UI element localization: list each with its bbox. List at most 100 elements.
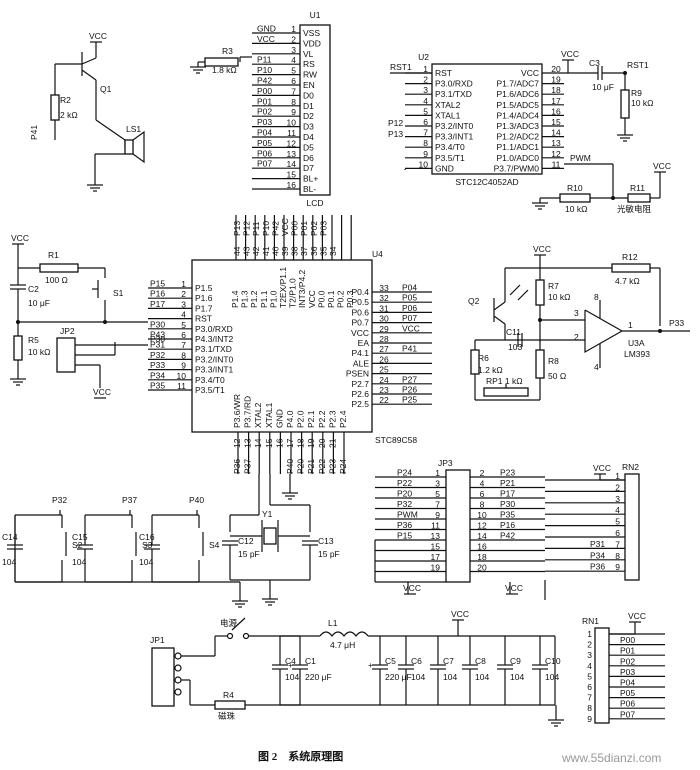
u4-pin-num: 44 [232, 246, 242, 256]
u1-pin-num: 7 [291, 86, 296, 96]
u2-pin-name: P1.7/ADC7 [496, 79, 539, 89]
u1-net-label: P05 [257, 138, 272, 148]
r9-value: 10 kΩ [631, 98, 653, 108]
u4-pin-num: 36 [309, 246, 319, 256]
u1-lcd-body [299, 24, 331, 196]
power-switch [231, 617, 246, 631]
u4-top-net: P02 [309, 221, 319, 236]
u4-pin-num: 30 [379, 314, 389, 324]
switch-ref: S2 [72, 540, 83, 550]
u2-rst-net: RST1 [390, 62, 412, 72]
u4-pin-name: T2/P1.0 [288, 278, 298, 308]
l1-ref: L1 [328, 618, 338, 628]
u4-pin-num: 38 [290, 246, 300, 256]
u4-pin-num: 29 [379, 324, 389, 334]
jp1-pin [174, 664, 182, 672]
jp3-pin-num: 2 [480, 468, 485, 478]
u4-pin-num: 2 [181, 289, 186, 299]
u4-pin-num: 41 [261, 246, 271, 256]
filter-cap-value: 104 [411, 672, 425, 682]
l1-value: 4.7 μH [330, 640, 355, 650]
rn1-resistor-network [594, 627, 610, 724]
u4-pin-num: 37 [299, 246, 309, 256]
rn2-pin-num: 9 [615, 562, 620, 572]
jp1-connector [151, 647, 175, 707]
u1-pin-name: D6 [303, 153, 314, 163]
c11-value: 103 [508, 342, 522, 352]
p41-net: P41 [29, 125, 39, 140]
rp1-ref: RP1 1 kΩ [486, 376, 523, 386]
jp3-pin-num: 5 [435, 489, 440, 499]
filter-cap-ref: C8 [475, 656, 486, 666]
s1-ref: S1 [113, 288, 124, 298]
jp3-left-net: PWM [397, 510, 418, 520]
switch-ref: S3 [142, 540, 153, 550]
u4-pin-name: P1.3 [240, 290, 250, 308]
u4-pin-name: P0.6 [352, 307, 370, 317]
u4-top-net: P00 [290, 221, 300, 236]
jp3-right-net: P16 [500, 520, 515, 530]
rn1-pin-num: 8 [587, 703, 592, 713]
u4-pin-name: P1.4 [230, 290, 240, 308]
u4-pin-num: 9 [181, 361, 186, 371]
jp3-right-net: P23 [500, 468, 515, 478]
u1-pin-name: RS [303, 59, 315, 69]
u4-pin-num: 23 [379, 385, 389, 395]
r5-ref: R5 [28, 335, 39, 345]
u4-pin-name: P2.7 [352, 379, 370, 389]
jp3-left-net: P20 [397, 489, 412, 499]
light-arrow [517, 289, 529, 301]
r8-ref: R8 [548, 356, 559, 366]
u4-pin-num: 26 [379, 354, 389, 364]
u4-pin-name: P0.7 [352, 318, 370, 328]
r6-value: 1.2 kΩ [478, 365, 503, 375]
jp3-left-net: P36 [397, 520, 412, 530]
r4-ref: R4 [223, 690, 234, 700]
u2-pin-num: 9 [423, 149, 428, 159]
rn1-pin-num: 9 [587, 714, 592, 724]
u4-pin-name: P2.0 [296, 410, 306, 428]
rn1-vcc: VCC [628, 611, 646, 621]
u4-pin-name: P1.6 [195, 293, 213, 303]
u2-pin-name: RST [435, 68, 452, 78]
u4-top-net: VCC [280, 218, 290, 236]
switch-cap-ref: C15 [72, 532, 88, 542]
u1-pin-name: VSS [303, 28, 320, 38]
u2-pin-num: 18 [551, 85, 561, 95]
u2-pin-name: P1.2/ADC2 [496, 132, 539, 142]
u1-net-label: GND [257, 24, 276, 34]
u1-pin-name: D1 [303, 101, 314, 111]
rn2-ref: RN2 [622, 462, 639, 472]
u2-pin-name: P3.5/T1 [435, 153, 465, 163]
u1-pin-num: 15 [287, 170, 297, 180]
wire [493, 301, 506, 311]
filter-cap-value: 104 [545, 672, 559, 682]
u4-pin-name: INT3/P4.2 [297, 269, 307, 308]
u4-pin-num: 12 [232, 438, 242, 448]
jp3-vcc-bottom: VCC [403, 583, 421, 593]
u4-body [191, 259, 373, 433]
u4-pin-num: 16 [274, 438, 284, 448]
u4-pin-num: 17 [285, 438, 295, 448]
u4-pin-name: P1.7 [195, 303, 213, 313]
u2-pin-num: 10 [419, 159, 429, 169]
rn1-net: P00 [620, 635, 635, 645]
u1-net-label: P42 [257, 76, 272, 86]
u4-right-net: P05 [402, 293, 417, 303]
switch-contact [242, 632, 250, 640]
u4-pin-name: VCC [351, 328, 369, 338]
u1-net-label: P04 [257, 128, 272, 138]
rn2-net: P31 [590, 539, 605, 549]
u2-pin-num: 3 [423, 85, 428, 95]
u4-pin-num: 4 [181, 310, 186, 320]
u4-right-net: P27 [402, 374, 417, 384]
ls1-speaker [124, 139, 134, 155]
u4-pin-name: GND [274, 409, 284, 428]
rn2-net: P34 [590, 550, 605, 560]
u4-pin-name: P3.5/T1 [195, 385, 225, 395]
jp1-pin [174, 652, 182, 660]
u4-left-net: P17 [150, 299, 165, 309]
u2-pin-num: 14 [551, 128, 561, 138]
u3a-comparator [584, 309, 624, 354]
rn1-net: P05 [620, 688, 635, 698]
